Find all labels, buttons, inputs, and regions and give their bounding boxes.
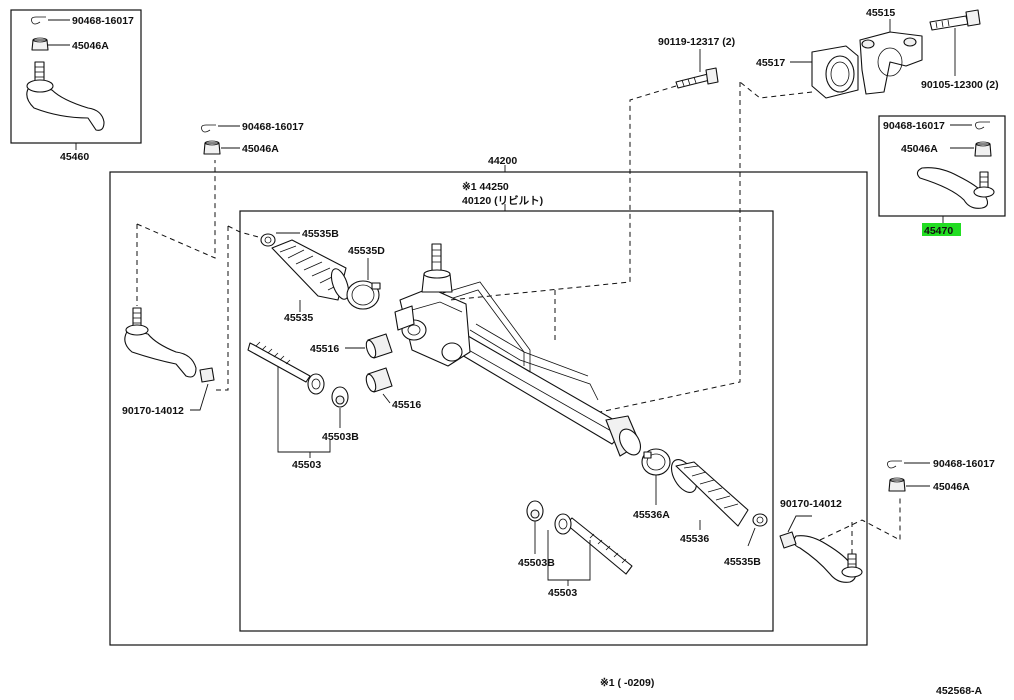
label-45046a-d: 45046A: [933, 481, 970, 493]
label-90170-14012-a: 90170-14012: [122, 405, 184, 417]
bracket-45515: [859, 31, 923, 95]
label-45535d: 45535D: [348, 245, 385, 257]
frame-40120: [239, 210, 774, 632]
bushing-45516-lower: [365, 367, 393, 393]
nut-90170-b: [779, 531, 797, 549]
dash-bolt-90119: [449, 85, 677, 301]
frame-44200: [109, 171, 868, 646]
dash-left-inner: [214, 226, 229, 391]
clip-45535b-right: [752, 513, 768, 527]
label-45536a: 45536A: [633, 509, 670, 521]
bushing-45516-upper: [365, 333, 393, 359]
label-45046a-a: 45046A: [72, 40, 109, 52]
label-45503b-b: 45503B: [518, 557, 555, 569]
dash-left-upper: [136, 160, 216, 259]
nut-45046a-b: [203, 140, 221, 155]
clamp-45536a: [641, 448, 671, 476]
label-90105-12300: 90105-12300 (2): [921, 79, 999, 91]
steering-rack-assembly: [394, 243, 642, 457]
label-45503-a: 45503: [292, 459, 321, 471]
bracket-45517: [811, 45, 859, 99]
frame-45470: [878, 115, 1006, 217]
label-45516-a: 45516: [310, 343, 339, 355]
nut-90170-a: [199, 367, 215, 383]
label-44200: 44200: [488, 155, 517, 167]
footnote: ※1 ( -0209): [600, 677, 654, 689]
leader-45535b-b: [747, 527, 756, 547]
inner-tie-rod-right: [554, 513, 633, 575]
label-45046a-c: 45046A: [901, 143, 938, 155]
label-90119-12317: 90119-12317 (2): [658, 36, 735, 48]
washer-45503b-right: [526, 500, 544, 522]
bolt-90119: [675, 67, 719, 89]
washer-45503b-left: [331, 386, 349, 408]
bolt-90105: [929, 9, 981, 31]
leader-90170-a: [190, 383, 209, 411]
label-90468-16017-c: 90468-16017: [883, 120, 945, 132]
label-45535b-a: 45535B: [302, 228, 339, 240]
label-45535b-b: 45535B: [724, 556, 761, 568]
label-90170-14012-b: 90170-14012: [780, 498, 842, 510]
highlight-45470: [922, 223, 961, 236]
label-90468-16017-b: 90468-16017: [242, 121, 304, 133]
label-45536: 45536: [680, 533, 709, 545]
leader-90170-b: [787, 515, 812, 533]
nut-45046a-a: [31, 37, 49, 51]
label-45535: 45535: [284, 312, 313, 324]
bracket-45503-b: [547, 530, 591, 581]
tie-rod-end-left: [124, 307, 197, 378]
label-45503-b: 45503: [548, 587, 577, 599]
cotter-pin-d: [887, 460, 902, 469]
dash-bracket-down: [599, 82, 741, 413]
leader-45516-b: [382, 393, 391, 404]
label-45046a-b: 45046A: [242, 143, 279, 155]
label-45517: 45517: [756, 57, 785, 69]
tie-rod-end-right: [793, 535, 863, 583]
tie-rod-end-45460: [26, 61, 105, 131]
dash-left-link: [227, 225, 263, 239]
inner-tie-rod-left: [247, 341, 325, 395]
tie-rod-end-45470: [916, 167, 995, 209]
cotter-pin-b: [201, 124, 216, 133]
cotter-pin-c: [975, 121, 990, 130]
bracket-45503-a: [277, 366, 331, 453]
label-45503b-a: 45503B: [322, 431, 359, 443]
dash-brackets: [739, 81, 813, 99]
label-45470[interactable]: 45470: [924, 225, 953, 237]
label-40120: 40120 (リビルト): [462, 194, 543, 207]
boot-45535-left: [271, 239, 350, 301]
nut-45046a-d: [888, 477, 906, 492]
diagram-id: 452568-A: [936, 685, 983, 697]
label-44250: ※1 44250: [462, 181, 509, 193]
label-45460: 45460: [60, 151, 89, 163]
clip-45535b-left: [260, 233, 276, 247]
label-90468-16017-a: 90468-16017: [72, 15, 134, 27]
label-90468-16017-d: 90468-16017: [933, 458, 995, 470]
label-45515: 45515: [866, 7, 895, 19]
nut-45046a-c: [974, 141, 992, 157]
dash-right: [819, 496, 901, 541]
frame-45460: [10, 9, 142, 144]
boot-45536-right: [670, 459, 749, 527]
cotter-pin-a: [31, 16, 46, 25]
clamp-45535d: [346, 280, 381, 310]
label-45516-b: 45516: [392, 399, 421, 411]
